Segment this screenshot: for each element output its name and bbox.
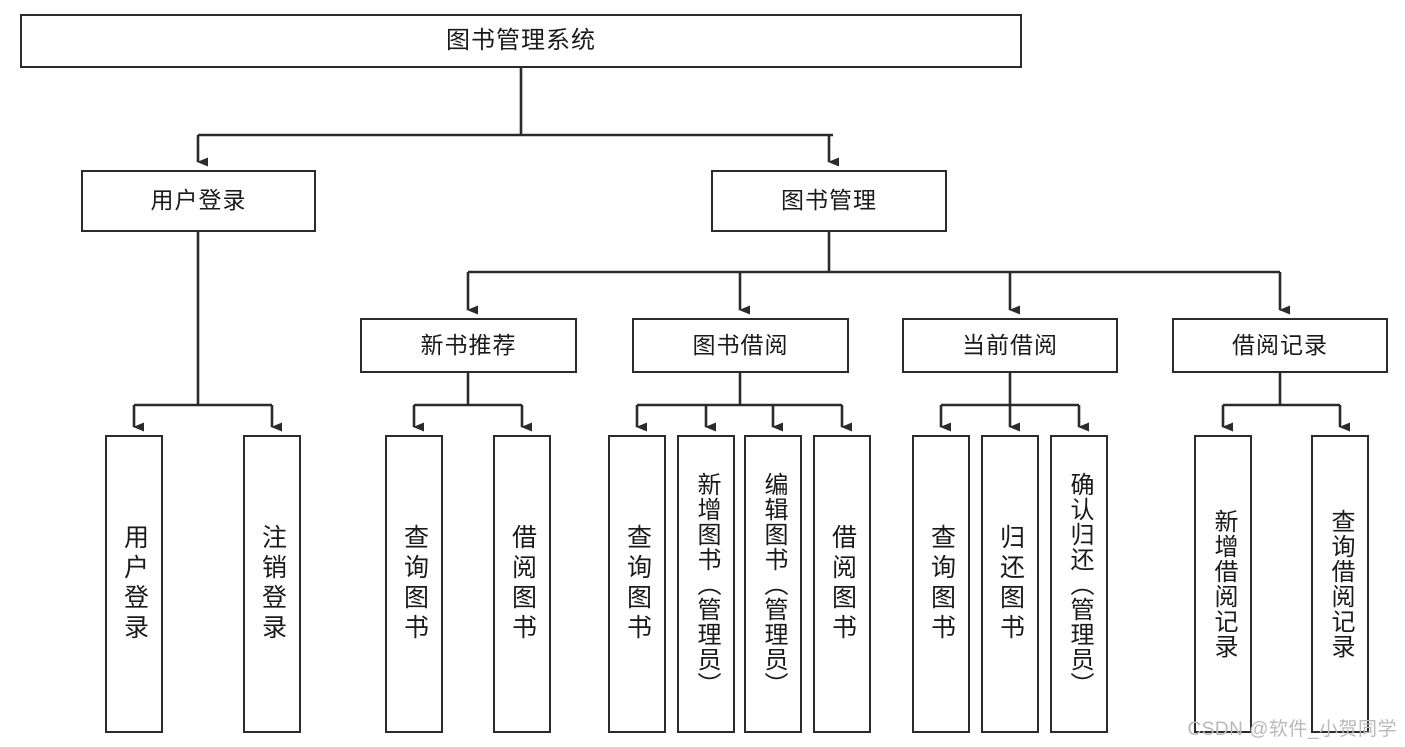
node-label: 当前借阅 [962,331,1058,358]
node-label: 新增图书（管理员） [693,471,720,697]
leaf-current-borrow-confirm-return[interactable]: 确认归还（管理员） [1050,435,1108,733]
node-root-system[interactable]: 图书管理系统 [20,14,1022,68]
leaf-book-borrow-edit[interactable]: 编辑图书（管理员） [744,435,802,733]
node-label: 图书管理系统 [446,26,596,54]
leaf-current-borrow-query[interactable]: 查询图书 [912,435,970,733]
node-label: 图书借阅 [692,331,789,358]
leaf-borrow-record-query[interactable]: 查询借阅记录 [1311,435,1369,733]
leaf-user-login-logout[interactable]: 注销登录 [243,435,301,733]
node-label: 查询借阅记录 [1327,509,1354,659]
node-book-borrow[interactable]: 图书借阅 [632,318,849,373]
leaf-current-borrow-return[interactable]: 归还图书 [981,435,1039,733]
node-user-login[interactable]: 用户登录 [81,170,316,232]
leaf-book-borrow-borrow[interactable]: 借阅图书 [813,435,871,733]
node-label: 借阅记录 [1232,331,1328,358]
node-label: 新书推荐 [420,331,517,358]
leaf-new-book-query[interactable]: 查询图书 [385,435,443,733]
node-label: 用户登录 [120,524,149,644]
node-label: 图书管理 [781,187,877,214]
node-borrow-record[interactable]: 借阅记录 [1172,318,1388,373]
leaf-user-login-login[interactable]: 用户登录 [105,435,163,733]
node-label: 查询图书 [927,524,956,644]
node-label: 编辑图书（管理员） [760,471,787,697]
node-label: 用户登录 [150,187,247,214]
node-label: 查询图书 [623,524,652,644]
node-current-borrow[interactable]: 当前借阅 [902,318,1118,373]
node-book-management[interactable]: 图书管理 [711,170,947,232]
leaf-book-borrow-query[interactable]: 查询图书 [608,435,666,733]
node-label: 确认归还（管理员） [1066,471,1093,697]
node-label: 新增借阅记录 [1210,509,1237,659]
csdn-watermark: CSDN @软件_小贺同学 [1187,719,1397,740]
node-label: 查询图书 [400,524,429,644]
node-label: 借阅图书 [508,524,537,644]
leaf-new-book-borrow[interactable]: 借阅图书 [493,435,551,733]
node-new-book-recommend[interactable]: 新书推荐 [360,318,577,373]
leaf-book-borrow-add[interactable]: 新增图书（管理员） [677,435,735,733]
node-label: 借阅图书 [828,524,857,644]
node-label: 归还图书 [996,524,1025,644]
leaf-borrow-record-add[interactable]: 新增借阅记录 [1194,435,1252,733]
node-label: 注销登录 [258,524,287,644]
